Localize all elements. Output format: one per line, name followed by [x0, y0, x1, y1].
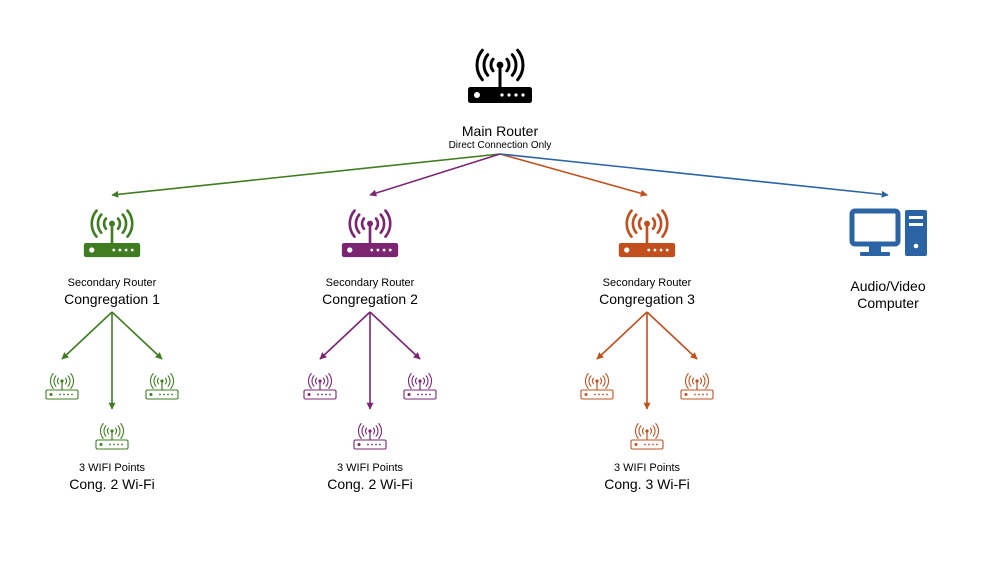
secondary-router-3-role: Secondary Router — [602, 277, 692, 289]
wifi-group-3-caption: 3 WIFI Points — [613, 462, 681, 474]
secondary-router-2-icon — [341, 209, 399, 258]
main-router-title: Main Router — [461, 123, 539, 139]
main-router-subtitle: Direct Connection Only — [448, 140, 552, 151]
arrow-congregation-1-to-wifi-right — [111, 311, 163, 360]
secondary-router-3-name: Congregation 3 — [599, 291, 695, 307]
computer-label-line2: Computer — [857, 295, 919, 311]
secondary-router-2-role: Secondary Router — [325, 277, 415, 289]
wifi-group-1-caption: 3 WIFI Points — [78, 462, 146, 474]
secondary-router-3-icon — [618, 209, 676, 258]
wifi-point-3-right-icon — [680, 373, 714, 400]
wifi-point-2-left-icon — [303, 373, 337, 400]
wifi-group-3-name: Cong. 3 Wi-Fi — [604, 476, 690, 492]
wifi-point-2-right-icon — [403, 373, 437, 400]
secondary-router-1-name: Congregation 1 — [64, 291, 160, 307]
arrow-congregation-1-to-wifi-left — [61, 311, 113, 360]
arrow-main-to-congregation-3 — [499, 153, 648, 197]
secondary-router-1-icon — [83, 209, 141, 258]
desktop-computer-icon — [849, 208, 927, 256]
arrow-main-to-computer — [499, 153, 889, 198]
wifi-point-3-left-icon — [580, 373, 614, 400]
secondary-router-1-role: Secondary Router — [67, 277, 157, 289]
main-router-icon — [468, 48, 532, 103]
wifi-group-2-caption: 3 WIFI Points — [336, 462, 404, 474]
secondary-router-2-name: Congregation 2 — [322, 291, 418, 307]
arrow-main-to-congregation-2 — [369, 153, 501, 197]
wifi-point-2-center-icon — [353, 423, 387, 450]
wifi-group-1-name: Cong. 2 Wi-Fi — [69, 476, 155, 492]
computer-label-line1: Audio/Video — [850, 278, 926, 294]
arrow-congregation-3-to-wifi-right — [646, 311, 698, 360]
wifi-point-1-left-icon — [45, 373, 79, 400]
arrow-congregation-3-to-wifi-left — [596, 311, 648, 360]
wifi-point-3-center-icon — [630, 423, 664, 450]
arrow-congregation-2-to-wifi-left — [319, 311, 371, 360]
wifi-group-2-name: Cong. 2 Wi-Fi — [327, 476, 413, 492]
arrow-congregation-2-to-wifi-right — [369, 311, 421, 360]
wifi-point-1-right-icon — [145, 373, 179, 400]
arrow-main-to-congregation-1 — [111, 153, 501, 198]
wifi-point-1-center-icon — [95, 423, 129, 450]
